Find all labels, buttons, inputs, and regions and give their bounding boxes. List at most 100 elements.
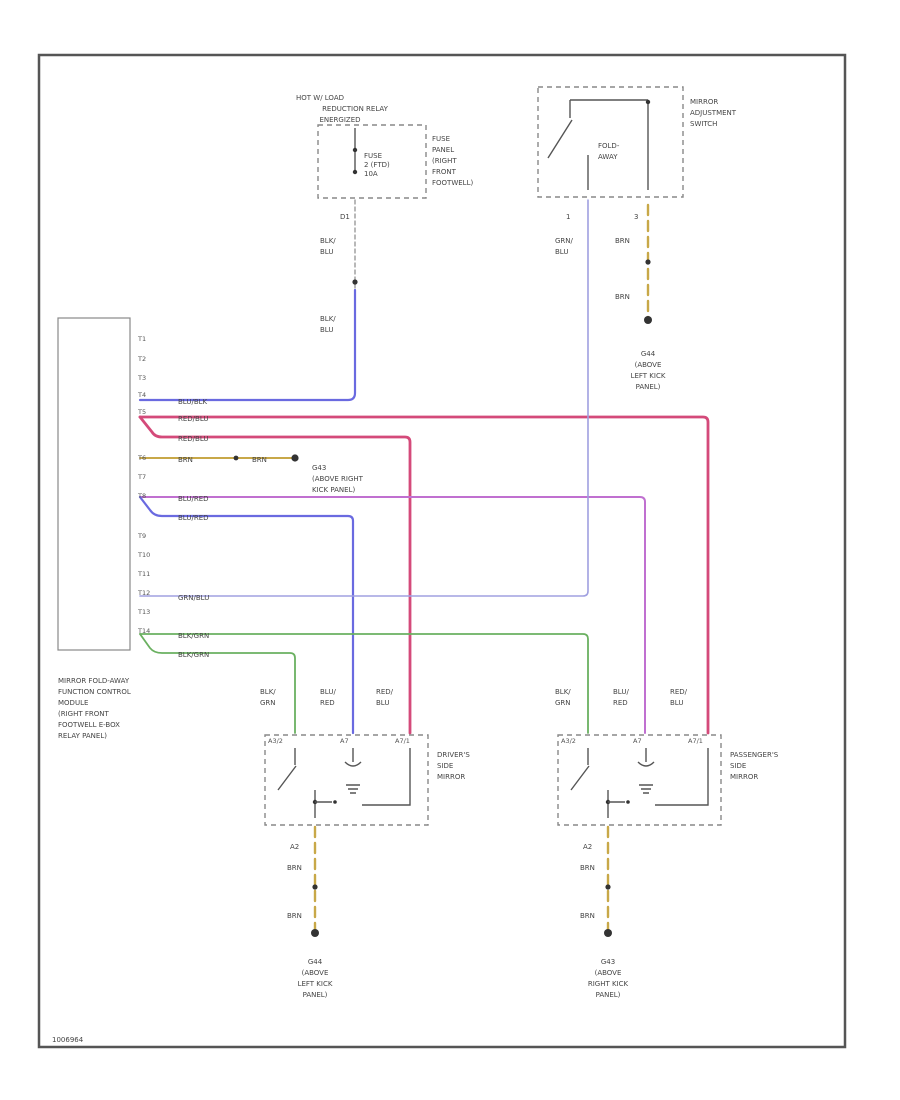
passenger-switch-node-2 [626,800,630,804]
relay-title-3: ENERGIZED [319,116,360,124]
relay-wire-a-2: BLU [320,248,333,256]
module-pin: T13 [137,608,150,616]
switch-wire-right-2: BRN [615,293,630,301]
switch-ground-4: PANEL) [636,383,661,391]
module-label-5: FOOTWELL E-BOX [58,721,120,729]
passenger-pin-1: A3/2 [561,737,576,745]
switch-label-3: SWITCH [690,120,717,128]
wire-label: BLK/GRN [178,632,209,640]
switch-label-2: ADJUSTMENT [690,109,737,117]
load-reduction-relay: HOT W/ LOAD REDUCTION RELAY ENERGIZED FU… [296,94,473,334]
passenger-pin-bottom: A2 [583,843,592,851]
driver-wire-2b: RED [320,699,335,707]
module-pin: T5 [137,408,146,416]
passenger-wire-1b: GRN [555,699,571,707]
wire-blk-grn-passenger [139,633,589,734]
module-label-2: FUNCTION CONTROL [58,688,131,696]
wire-label: BLK/GRN [178,651,209,659]
fuse-panel-2: PANEL [432,146,454,154]
fuse-label-3: 10A [364,170,378,178]
switch-connector-dot [645,259,651,265]
relay-node-bottom [352,169,358,175]
passenger-pin-3: A7/1 [688,737,703,745]
fuse-label-1: FUSE [364,152,382,160]
switch-top-bus [570,99,649,190]
wire-label: BLU/RED [178,514,209,522]
passenger-wire-3a: RED/ [670,688,688,696]
passenger-ground-3: RIGHT KICK [588,980,629,988]
module-label-3: MODULE [58,699,88,707]
relay-wire-a-1: BLK/ [320,237,336,245]
fuse-panel-3: (RIGHT [432,157,457,165]
splice-dot [233,455,239,461]
relay-title-1: HOT W/ LOAD [296,94,344,102]
wire-red-blu-driver [138,415,412,735]
mirror-adjustment-switch: FOLD- AWAY MIRROR ADJUSTMENT SWITCH 1 3 … [537,86,737,391]
switch-pin-left: 1 [566,213,570,221]
driver-wire-1b: GRN [260,699,276,707]
driver-ground-3: LEFT KICK [298,980,333,988]
switch-wire-right-1: BRN [615,237,630,245]
driver-ground-4: PANEL) [303,991,328,999]
wire-label: GRN/BLU [178,594,209,602]
passenger-wire-3b: BLU [670,699,683,707]
passenger-wire-bottom-b: BRN [580,912,595,920]
relay-wire-b-1: BLK/ [320,315,336,323]
wire-grn-blu-switch [139,199,589,597]
switch-fold-2: AWAY [598,153,618,161]
passenger-return-line [655,748,709,806]
wire-blu-red-driver [138,495,355,735]
wire-blk-grn-driver [139,633,296,734]
footer-id: 1006964 [52,1036,84,1044]
module-pin: T4 [137,391,146,399]
relay-connector-dot [352,279,358,285]
passenger-label-3: MIRROR [730,773,758,781]
driver-pin-bottom: A2 [290,843,299,851]
driver-wire-1a: BLK/ [260,688,276,696]
driver-return-line [362,748,411,806]
driver-ground-1: G44 [308,958,323,966]
relay-housing [317,124,427,199]
passenger-connector-dot [605,884,611,890]
driver-fold-switch [277,748,316,818]
passenger-wire-bottom-a: BRN [580,864,595,872]
ground-g43-dot [291,454,299,462]
switch-wire-left-1: GRN/ [555,237,574,245]
wires [138,199,710,932]
module-pin: T12 [137,589,150,597]
passenger-wire-2b: RED [613,699,628,707]
switch-ground-2: (ABOVE [635,361,662,369]
relay-node-top [352,147,358,153]
driver-pin-1: A3/2 [268,737,283,745]
wire-red-blu-passenger [138,415,710,735]
driver-label-2: SIDE [437,762,453,770]
module-pin: T2 [137,355,146,363]
module-box [57,317,131,651]
wire-blu-blk-relay [138,288,357,402]
driver-switch-node-2 [333,800,337,804]
passenger-mirror-housing [557,734,722,826]
switch-ground-dot [644,316,652,324]
switch-wire-left-2: BLU [555,248,568,256]
ground-mid-line-1: (ABOVE RIGHT [312,475,364,483]
driver-wire-3a: RED/ [376,688,394,696]
passenger-label-2: SIDE [730,762,746,770]
driver-label-1: DRIVER'S [437,751,470,759]
passengers-side-mirror: BLK/ GRN BLU/ RED RED/ BLU A3/2 A7 A7/1 … [555,688,779,999]
driver-wire-bottom-a: BRN [287,864,302,872]
module-pin: T10 [137,551,150,559]
passenger-ground-1: G43 [601,958,615,966]
switch-ground-3: LEFT KICK [631,372,666,380]
fuse-panel-4: FRONT [432,168,457,176]
driver-wire-bottom-b: BRN [287,912,302,920]
module-pin: T7 [137,473,146,481]
module-label-1: MIRROR FOLD-AWAY [58,677,130,685]
passenger-label-1: PASSENGER'S [730,751,779,759]
switch-node [645,99,651,105]
driver-ground-2: (ABOVE [302,969,329,977]
fold-away-control-module: T1 T2 T3 T4 T5 T6 T7 T8 T9 T10 T11 T12 T… [57,317,150,740]
driver-pin-3: A7/1 [395,737,410,745]
fuse-panel-5: FOOTWELL) [432,179,473,187]
wire-color-labels: BLU/BLK RED/BLU RED/BLU BRN BRN G43 (ABO… [178,398,364,659]
